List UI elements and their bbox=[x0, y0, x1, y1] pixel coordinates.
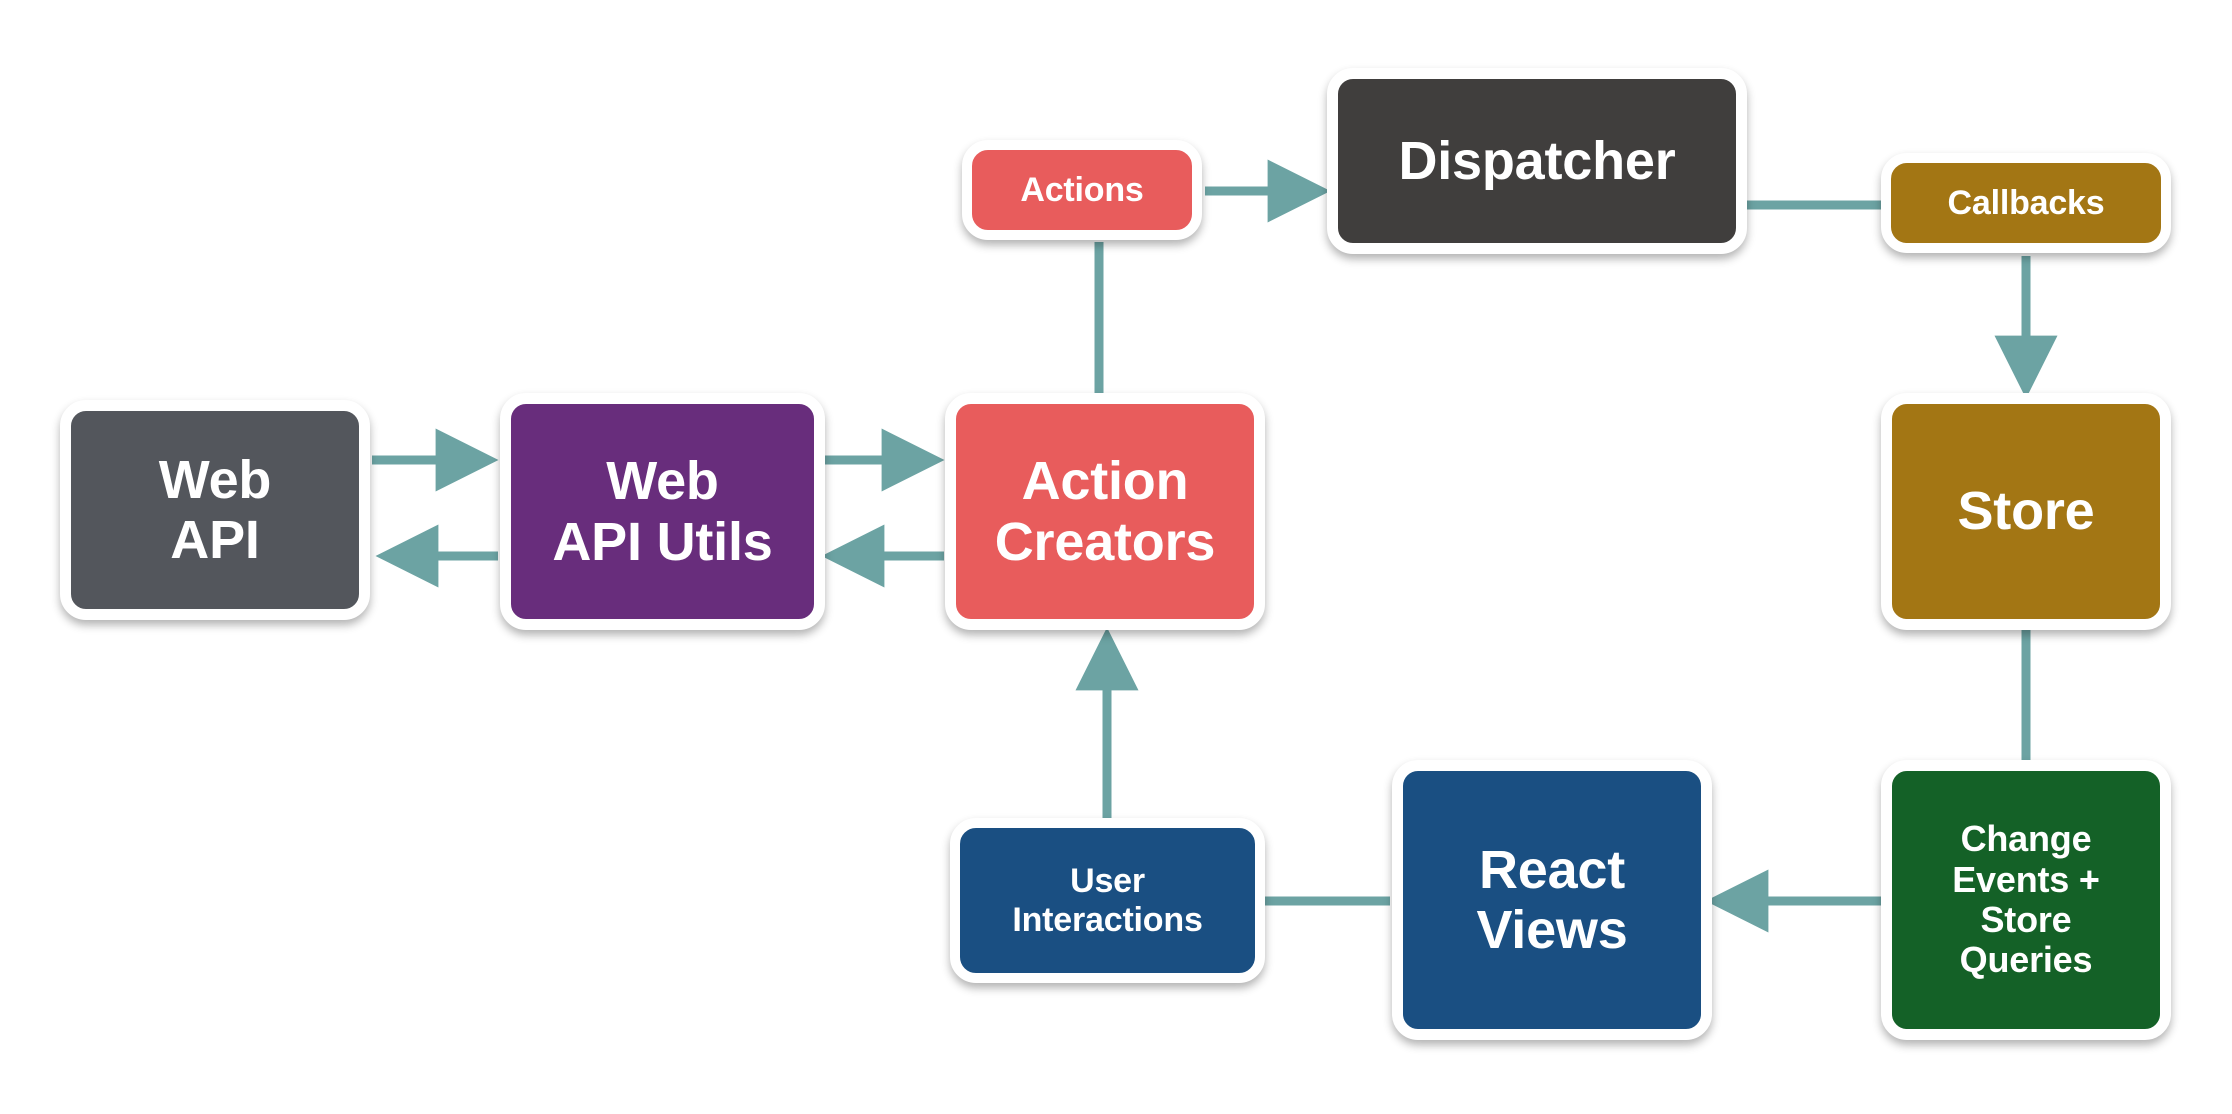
node-web-api[interactable]: Web API bbox=[60, 400, 370, 620]
node-react-views[interactable]: React Views bbox=[1392, 760, 1712, 1040]
node-dispatcher[interactable]: Dispatcher bbox=[1327, 68, 1747, 254]
node-action-creators[interactable]: Action Creators bbox=[945, 393, 1265, 630]
node-callbacks[interactable]: Callbacks bbox=[1881, 153, 2171, 253]
node-web-api-utils[interactable]: Web API Utils bbox=[500, 393, 825, 630]
node-store[interactable]: Store bbox=[1881, 393, 2171, 630]
node-user-interactions[interactable]: User Interactions bbox=[950, 818, 1265, 983]
node-change-events-store-queries[interactable]: Change Events + Store Queries bbox=[1881, 760, 2171, 1040]
node-actions[interactable]: Actions bbox=[962, 140, 1202, 240]
